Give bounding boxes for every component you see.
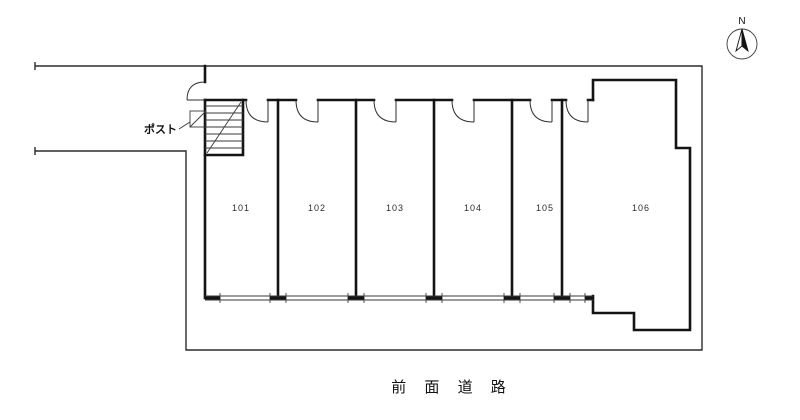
staircase — [203, 98, 245, 157]
compass: N — [726, 16, 758, 60]
room-divider-walls — [276, 98, 564, 300]
door-swing-103 — [373, 99, 397, 123]
mailbox-label: ポスト — [144, 122, 177, 136]
compass-needle-icon — [735, 28, 743, 53]
room-number-102: 102 — [308, 203, 326, 213]
property-boundary-line — [35, 65, 703, 351]
window-glass-lines — [205, 295, 593, 301]
unit-door-swings — [245, 99, 589, 123]
unit-106-outline-wall — [591, 78, 692, 332]
door-swing-101 — [245, 99, 269, 123]
door-swing-104 — [451, 99, 475, 123]
staircase-direction-line — [206, 101, 242, 154]
room-number-105: 105 — [536, 203, 554, 213]
door-swing-105 — [529, 99, 553, 123]
room-number-101: 101 — [232, 203, 250, 213]
compass-north-label: N — [738, 16, 745, 27]
mailbox-leader-line — [178, 121, 191, 130]
mailbox — [178, 110, 207, 130]
mailbox-diagonal — [189, 110, 207, 128]
staircase-walls — [203, 98, 245, 157]
room-number-106: 106 — [632, 203, 650, 213]
mailbox-box — [189, 110, 207, 128]
property-boundary — [34, 62, 703, 351]
entrance-door-swing — [186, 81, 206, 101]
room-number-103: 103 — [386, 203, 404, 213]
front-road-label: 前 面 道 路 — [391, 379, 513, 396]
building-walls — [203, 64, 692, 332]
door-swing-102 — [295, 99, 319, 123]
room-number-104: 104 — [464, 203, 482, 213]
door-swing-106 — [565, 99, 589, 123]
compass-needle-icon — [741, 28, 749, 53]
windows-bottom-wall — [205, 293, 593, 303]
entrance-door-arc — [186, 81, 206, 101]
